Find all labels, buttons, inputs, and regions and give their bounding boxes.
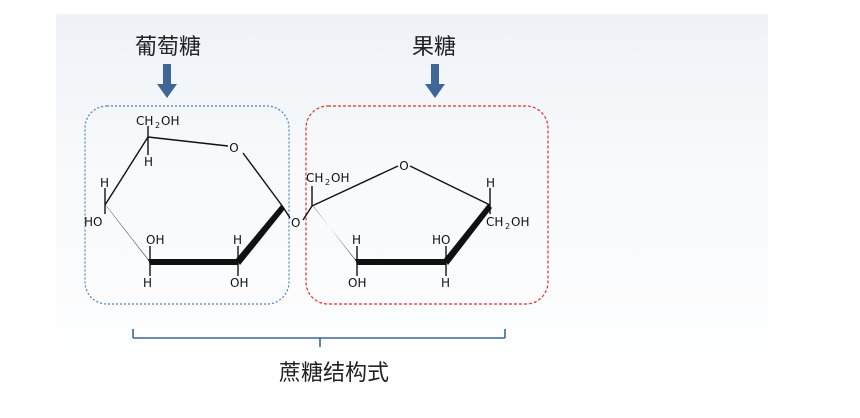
fructose-c4-h: H: [441, 276, 450, 290]
glucose-c4-oh: HO: [84, 215, 102, 229]
svg-text:CH: CH: [486, 215, 503, 229]
glucose-c5-h: H: [144, 155, 153, 169]
svg-text:CH: CH: [306, 171, 323, 185]
fructose-arrow-icon: [425, 64, 445, 98]
svg-text:2: 2: [325, 178, 330, 187]
glucose-ch2oh: CH 2 OH: [136, 114, 179, 130]
svg-text:CH: CH: [136, 114, 153, 128]
glucose-arrow-icon: [157, 64, 177, 98]
fructose-c4-oh: HO: [432, 233, 450, 247]
glucose-c2-h: H: [233, 233, 242, 247]
glucose-c2-oh: OH: [230, 276, 248, 290]
svg-text:OH: OH: [511, 215, 529, 229]
fructose-c1-ch2oh: CH 2 OH: [306, 171, 349, 187]
svg-text:2: 2: [155, 121, 160, 130]
svg-text:OH: OH: [331, 171, 349, 185]
glucose-wedges: [105, 204, 285, 265]
glucose-ring: [104, 126, 291, 276]
bracket: [132, 329, 506, 347]
svg-text:OH: OH: [161, 114, 179, 128]
svg-text:2: 2: [505, 222, 510, 231]
fructose-c3-oh: OH: [348, 276, 366, 290]
caption: 蔗糖结构式: [279, 361, 389, 386]
glucose-label: 葡萄糖: [135, 35, 201, 60]
fructose-box: [305, 105, 549, 305]
fructose-wedges: [312, 204, 492, 265]
glycosidic-oxygen: O: [291, 216, 300, 230]
glucose-c4-h: H: [100, 176, 109, 190]
fructose-c3-h: H: [352, 233, 361, 247]
glucose-ring-oxygen: O: [229, 141, 238, 155]
glucose-box: [84, 105, 290, 305]
fructose-c6-ch2oh: CH 2 OH: [486, 215, 529, 231]
fructose-label: 果糖: [412, 35, 456, 60]
glucose-c3-h: H: [143, 276, 152, 290]
glucose-c3-oh: OH: [146, 233, 164, 247]
fructose-ring-oxygen: O: [399, 159, 408, 173]
fructose-c5-h: H: [486, 176, 495, 190]
